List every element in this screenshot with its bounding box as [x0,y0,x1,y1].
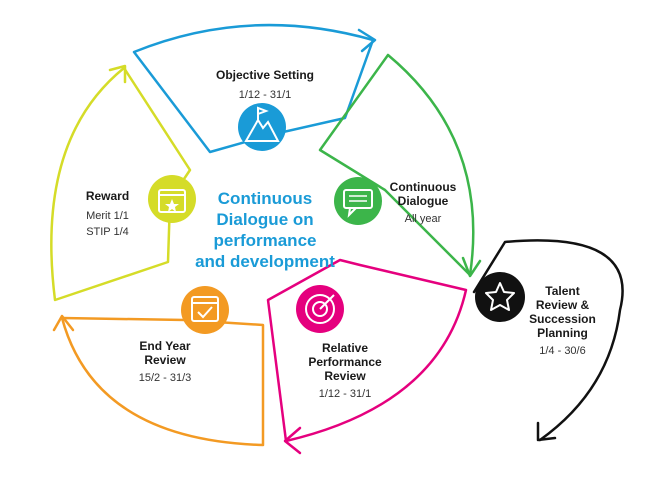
speech-bubble-icon [334,177,382,225]
reward-title: Reward [85,189,130,203]
talent-title-4: Planning [537,326,588,340]
center-line-4: and development [195,252,335,271]
calendar-check-icon [181,286,229,334]
talent-review-label: Talent Review & Succession Planning 1/4 … [515,284,610,358]
gift-star-icon [148,175,196,223]
reward-stip: STIP 1/4 [86,226,129,238]
relative-title-2: Performance [308,355,382,369]
relative-performance-label: Relative Performance Review 1/12 - 31/1 [290,341,400,401]
talent-review-arrow [472,239,624,442]
continuous-dialogue-arrow [318,53,482,278]
dialogue-title-1: Continuous [389,180,457,194]
reward-label: Reward Merit 1/1 STIP 1/4 [70,189,145,239]
dialogue-dates: All year [404,213,442,225]
reward-merit: Merit 1/1 [86,210,129,222]
talent-title-3: Succession [529,312,596,326]
star-icon [475,272,525,322]
talent-title-2: Review & [535,298,590,312]
endyear-title-1: End Year [139,339,191,353]
center-line-2: Dialogue on [216,210,314,229]
relative-title-3: Review [324,369,366,383]
objective-dates: 1/12 - 31/1 [238,89,292,101]
continuous-dialogue-label: Continuous Dialogue All year [378,180,468,226]
center-line-1: Continuous [217,189,313,208]
reward-arrow [50,64,192,302]
relative-title-1: Relative [321,341,369,355]
end-year-review-arrow [52,314,265,447]
relative-performance-arrow [266,258,468,455]
center-line-3: performance [213,231,317,250]
relative-dates: 1/12 - 31/1 [318,388,372,400]
objective-setting-arrow [132,23,377,154]
endyear-title-2: Review [144,353,186,367]
target-icon [296,285,344,333]
talent-dates: 1/4 - 30/6 [539,345,586,357]
objective-title: Objective Setting [215,68,315,82]
mountain-flag-icon [238,103,286,151]
endyear-dates: 15/2 - 31/3 [138,372,192,384]
dialogue-title-2: Dialogue [397,194,449,208]
end-year-review-label: End Year Review 15/2 - 31/3 [115,339,215,385]
objective-setting-label: Objective Setting 1/12 - 31/1 [195,68,335,102]
talent-title-1: Talent [545,284,580,298]
center-title: Continuous Dialogue on performance and d… [185,188,345,272]
